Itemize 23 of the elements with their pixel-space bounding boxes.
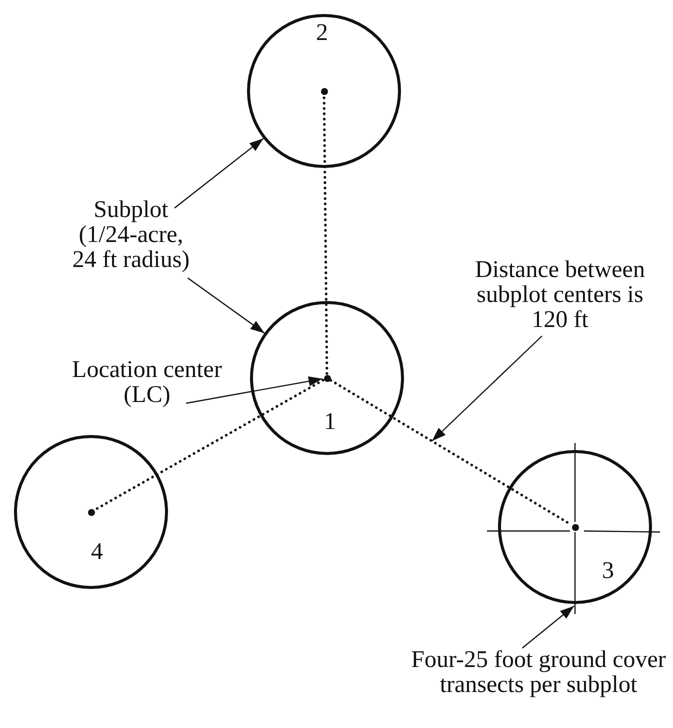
arrow xyxy=(522,606,574,648)
center-point xyxy=(88,508,94,516)
arrow xyxy=(174,138,264,208)
dotted-line xyxy=(322,94,328,375)
callout-text: Four-25 foot ground cover transects per subplot xyxy=(404,648,673,704)
callout-text: Subplot (1/24-acre, 24 ft radius) xyxy=(65,198,197,278)
center-point xyxy=(572,524,578,530)
center-point xyxy=(320,88,328,94)
subplot-number: 1 xyxy=(323,409,337,435)
arrow xyxy=(432,336,542,442)
subplot-circle xyxy=(247,14,401,168)
subplot-circle xyxy=(498,450,652,604)
subplot-number: 3 xyxy=(601,558,615,584)
arrow xyxy=(186,376,323,404)
dotted-line xyxy=(94,378,324,512)
subplot-circle xyxy=(250,301,404,455)
callout-text: Distance between subplot centers is 120 ft xyxy=(460,258,660,336)
subplot-circle xyxy=(14,435,168,589)
callout-text: Location center (LC) xyxy=(62,358,232,410)
subplot-number: 2 xyxy=(315,20,329,46)
arrow xyxy=(187,278,265,334)
center-point xyxy=(324,374,330,382)
subplot-number: 4 xyxy=(90,539,104,565)
